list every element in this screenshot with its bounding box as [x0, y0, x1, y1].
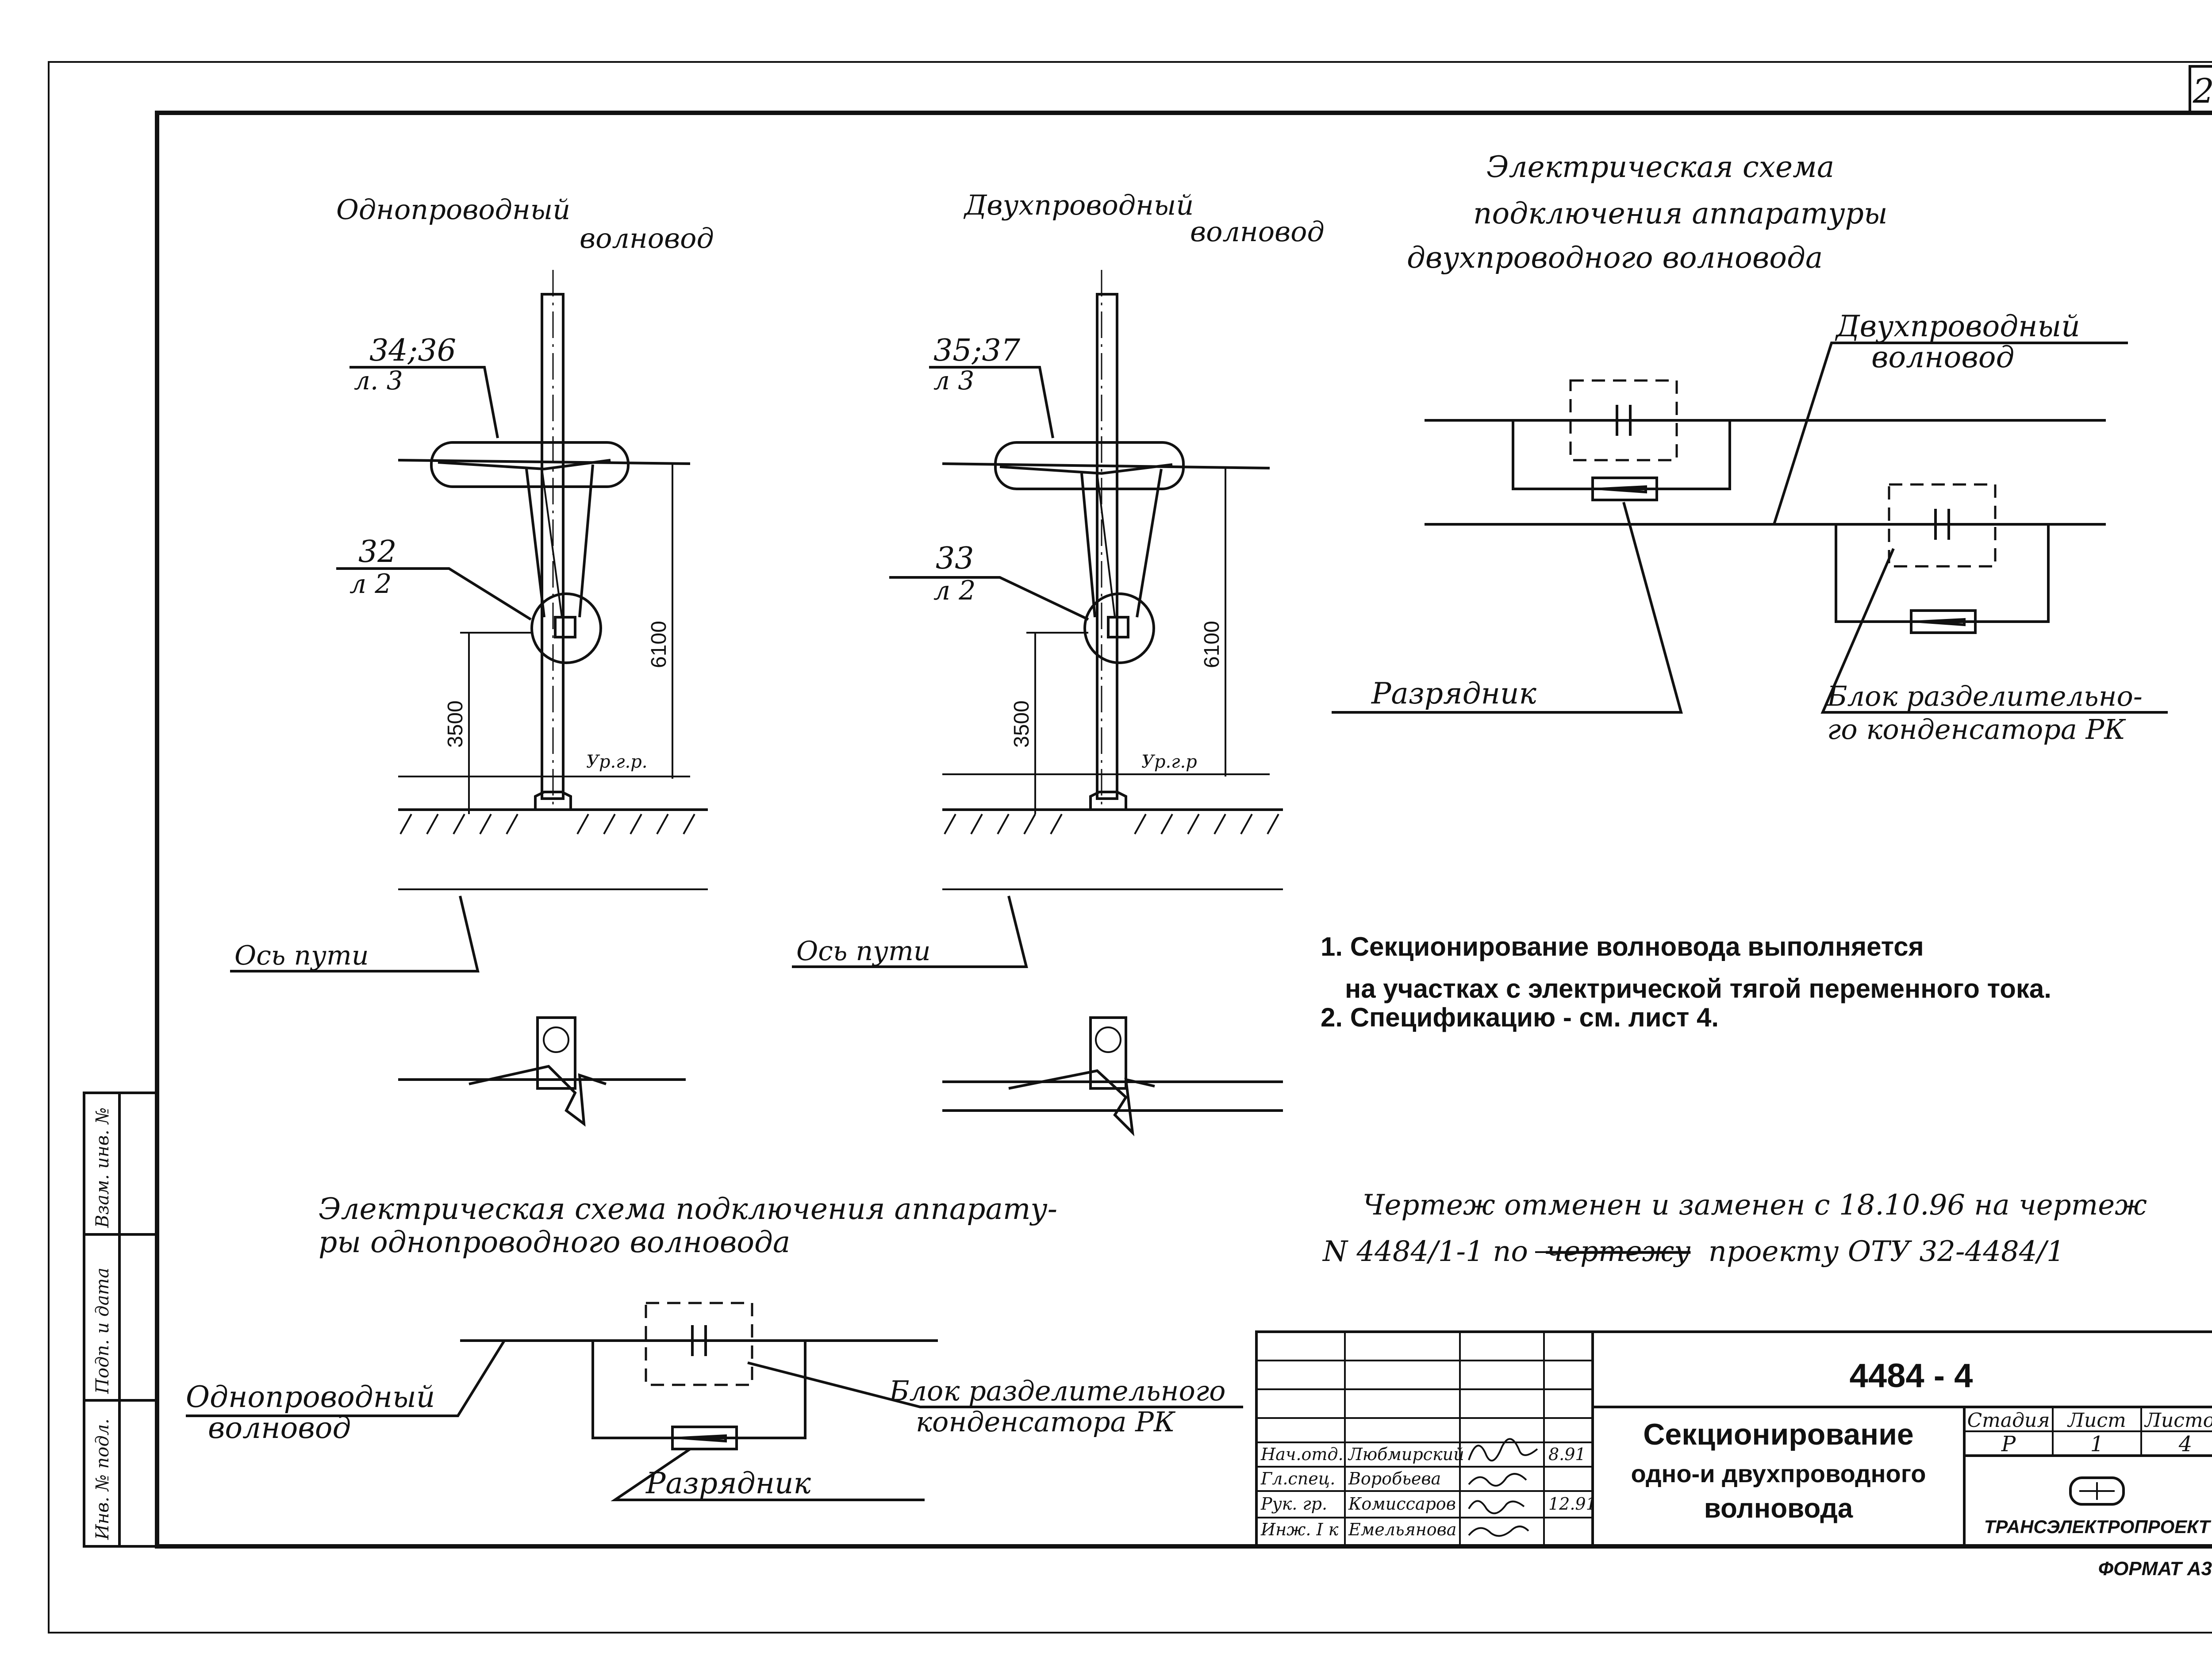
- doc-title-2: одно-и двухпроводного: [1631, 1460, 1926, 1488]
- strip-vzam-inv: Взам. инв. №: [92, 1107, 113, 1228]
- dim-low-right: 3500: [1010, 700, 1033, 748]
- capacitor-box-lower: [1888, 483, 1997, 568]
- pole-right: [1096, 293, 1118, 800]
- row-1-date: 8.91: [1548, 1445, 1586, 1464]
- company-logo-icon: [2069, 1476, 2125, 1506]
- leader-top-sub-left: л. 3: [354, 365, 403, 396]
- signature-2: [1468, 1473, 1527, 1487]
- dim-high-left: 6100: [647, 621, 671, 668]
- single-title-1: Однопроводный: [336, 193, 570, 226]
- format-label: ФОРМАТ А3: [2098, 1558, 2212, 1580]
- sheet-value: 1: [2090, 1432, 2104, 1457]
- axis-label-left: Ось пути: [234, 940, 369, 971]
- dim-high-right: 6100: [1200, 621, 1224, 668]
- single-wire-support: Однопроводный волновод 34;36 л. 3 32 л 2…: [230, 193, 714, 1127]
- scheme-single: Электрическая схема подключения аппарату…: [186, 1192, 1243, 1501]
- waveguide-clamp-left: [530, 592, 602, 664]
- scheme-single-wg-1: Однопроводный: [186, 1380, 435, 1414]
- scheme-double-block-1: Блок разделительно-: [1827, 680, 2143, 712]
- scheme-double-title-3: двухпроводного волновода: [1407, 241, 1823, 275]
- capacitor-box-single: [645, 1302, 753, 1386]
- capacitor-box-upper: [1569, 379, 1678, 461]
- strip-podp-data: Подп. и дата: [92, 1268, 113, 1394]
- sheets-header: Листов: [2144, 1409, 2212, 1432]
- sheet-header: Лист: [2067, 1409, 2126, 1432]
- scheme-single-title-1: Электрическая схема подключения аппарату…: [319, 1192, 1057, 1226]
- note-1-cont: на участках с электрической тягой переме…: [1345, 974, 2051, 1003]
- arrester-lower: [1910, 609, 1977, 634]
- note-1: 1. Секционирование волновода выполняется: [1321, 932, 1924, 961]
- single-title-2: волновод: [580, 222, 714, 254]
- level-mark-left: Ур.г.р.: [586, 752, 647, 772]
- scheme-double-wg-2: волновод: [1871, 340, 2014, 374]
- row-2-name: Воробьева: [1348, 1469, 1441, 1488]
- scheme-double: Электрическая схема подключения аппарату…: [1332, 150, 2168, 746]
- signature-3: [1468, 1500, 1525, 1514]
- leader-mid-left: 32: [358, 534, 397, 569]
- insulator-oval-right: [994, 441, 1185, 490]
- double-wire-support: Двухпроводный волновод 35;37 л 3 33 л 2 …: [792, 189, 1325, 1137]
- signature-1: [1468, 1438, 1538, 1462]
- leader-mid-sub-right: л 2: [933, 575, 975, 606]
- row-1-role: Нач.отд.: [1260, 1445, 1344, 1464]
- notes: 1. Секционирование волновода выполняется…: [1321, 932, 2051, 1032]
- leader-top-right: 35;37: [933, 333, 1021, 368]
- row-3-date: 12.91: [1548, 1494, 1597, 1514]
- axis-label-right: Ось пути: [796, 936, 931, 967]
- double-title-1: Двухпроводный: [963, 189, 1194, 221]
- note-2: 2. Спецификацию - см. лист 4.: [1321, 1003, 1719, 1032]
- company-name: ТРАНСЭЛЕКТРОПРОЕКТ: [1984, 1516, 2212, 1537]
- scheme-double-wg-1: Двухпроводный: [1835, 309, 2080, 343]
- scheme-single-title-2: ры однопроводного волновода: [319, 1225, 790, 1259]
- title-block: 4484 - 4 Секционирование одно-и двухпров…: [1255, 1330, 2212, 1548]
- stage-header: Стадия: [1967, 1409, 2050, 1432]
- arrester-upper: [1591, 477, 1658, 501]
- dim-low-left: 3500: [444, 700, 467, 748]
- leader-mid-sub-left: л 2: [349, 569, 392, 600]
- scheme-double-arrester: Разрядник: [1371, 676, 1537, 711]
- pole-left: [541, 293, 565, 800]
- leader-mid-right: 33: [936, 541, 974, 576]
- strip-inv-podl: Инв. № подл.: [92, 1418, 113, 1540]
- row-3-role: Рук. гр.: [1260, 1494, 1327, 1514]
- leader-top-sub-right: л 3: [933, 365, 974, 396]
- outer-border: [48, 61, 2212, 1634]
- scheme-single-block-2: конденсатора РК: [916, 1406, 1176, 1438]
- waveguide-clamp-right: [1083, 592, 1155, 664]
- cancel-note: Чертеж отменен и заменен с 18.10.96 на ч…: [1322, 1189, 2147, 1268]
- sheets-value: 4: [2178, 1432, 2193, 1457]
- row-2-role: Гл.спец.: [1260, 1469, 1335, 1488]
- scheme-double-block-2: го конденсатора РК: [1827, 713, 2126, 746]
- scheme-single-block-1: Блок разделительного: [889, 1375, 1226, 1407]
- row-3-name: Комиссаров: [1348, 1494, 1456, 1514]
- row-4-name: Емельянова: [1348, 1520, 1456, 1539]
- sheet-number-box: 21: [2189, 65, 2212, 114]
- scheme-double-title-1: Электрическая схема: [1486, 150, 1834, 184]
- cancel-line-1: Чертеж отменен и заменен с 18.10.96 на ч…: [1363, 1189, 2147, 1222]
- arrester-single: [671, 1426, 738, 1450]
- doc-title-1: Секционирование: [1643, 1418, 1913, 1451]
- inner-frame: [155, 111, 2212, 1549]
- leader-top-left: 34;36: [369, 333, 456, 368]
- left-strip: Инв. № подл. Подп. и дата Взам. инв. №: [83, 1092, 158, 1548]
- cancel-prefix: N 4484/1-1 по: [1322, 1235, 1528, 1268]
- sheet-number: 21: [2193, 71, 2212, 111]
- double-title-2: волновод: [1190, 215, 1325, 248]
- row-4-role: Инж. I к: [1260, 1520, 1339, 1539]
- scheme-double-title-2: подключения аппаратуры: [1473, 196, 1888, 231]
- row-1-name: Любмирский: [1348, 1445, 1464, 1464]
- doc-code: 4484 - 4: [1850, 1357, 1973, 1395]
- doc-title-3: волновода: [1704, 1493, 1853, 1524]
- signature-4: [1468, 1526, 1529, 1537]
- scheme-single-arrester: Разрядник: [645, 1466, 811, 1500]
- stage-value: Р: [2001, 1432, 2016, 1457]
- cancel-line-2: N 4484/1-1 по чертежу проекту ОТУ 32-448…: [1322, 1235, 2065, 1268]
- cancel-suffix: проекту ОТУ 32-4484/1: [1709, 1235, 2065, 1268]
- scheme-single-wg-2: волновод: [208, 1411, 351, 1445]
- level-mark-right: Ур.г.р: [1141, 752, 1197, 772]
